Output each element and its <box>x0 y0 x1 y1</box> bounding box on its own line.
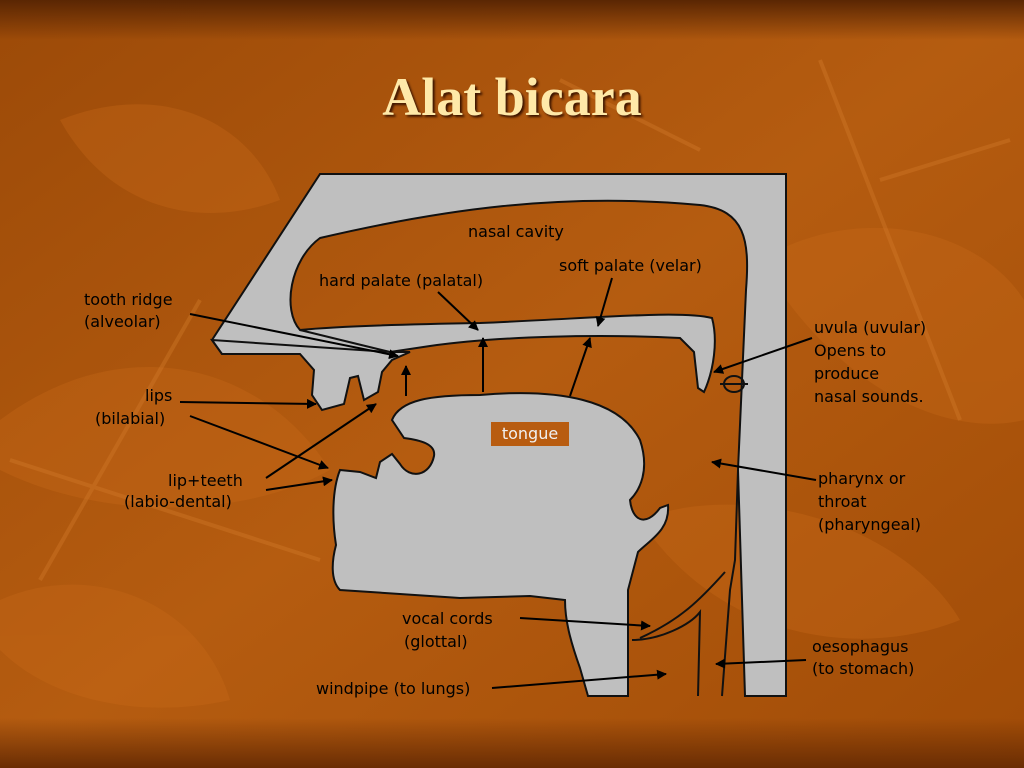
arrow-uvula <box>713 337 813 374</box>
tongue-jaw <box>331 392 670 697</box>
arrow-oesophagus <box>715 658 807 669</box>
label-labio-dental: (labio-dental) <box>124 492 232 511</box>
slide-title: Alat bicara <box>382 67 642 127</box>
label-lips: lips <box>145 386 173 405</box>
label-lips-bilabial: (bilabial) <box>95 409 166 428</box>
pointer-arrows <box>179 277 817 689</box>
label-tooth-ridge: tooth ridge <box>84 290 173 309</box>
arrow-bilabial <box>189 415 329 470</box>
label-pharynx: pharynx or <box>818 469 906 488</box>
label-pharyngeal: (pharyngeal) <box>818 515 922 534</box>
label-throat: throat <box>818 492 867 511</box>
label-to-stomach: (to stomach) <box>812 659 915 678</box>
palate-velum <box>299 313 716 394</box>
airflow-symbol <box>720 375 748 393</box>
label-vocal-cords: vocal cords <box>402 609 493 628</box>
arrow-labiodental <box>265 476 333 491</box>
label-nasal-cavity: nasal cavity <box>468 222 564 241</box>
label-soft-palate: soft palate (velar) <box>559 256 702 275</box>
label-lip-teeth: lip+teeth <box>168 471 243 490</box>
arrow-vocal-cords <box>519 617 651 631</box>
arrow-soft-palate <box>595 277 613 327</box>
head-outline <box>210 173 787 697</box>
upper-lip <box>209 338 411 412</box>
arrow-lips <box>179 398 317 409</box>
arrow-lip-teeth-up <box>265 403 377 479</box>
twig-pattern <box>9 59 1011 581</box>
arrow-hard-palate <box>437 291 479 331</box>
label-hard-palate: hard palate (palatal) <box>319 271 484 290</box>
arrow-pharynx <box>711 458 817 481</box>
pharynx-lines <box>631 469 739 697</box>
label-oesophagus: oesophagus <box>812 637 909 656</box>
label-glottal: (glottal) <box>404 632 468 651</box>
label-uvula-opens: Opens to <box>814 341 887 360</box>
arrow-windpipe <box>491 669 667 689</box>
arrow-tongue-soft <box>569 337 592 397</box>
label-tooth-ridge-alveolar: (alveolar) <box>84 312 161 331</box>
label-tongue: tongue <box>491 422 569 446</box>
label-uvula: uvula (uvular) <box>814 318 927 337</box>
label-uvula-produce: produce <box>814 364 880 383</box>
label-windpipe: windpipe (to lungs) <box>316 679 471 698</box>
arrow-tooth-ridge <box>189 313 399 360</box>
label-uvula-nasal: nasal sounds. <box>814 387 924 406</box>
